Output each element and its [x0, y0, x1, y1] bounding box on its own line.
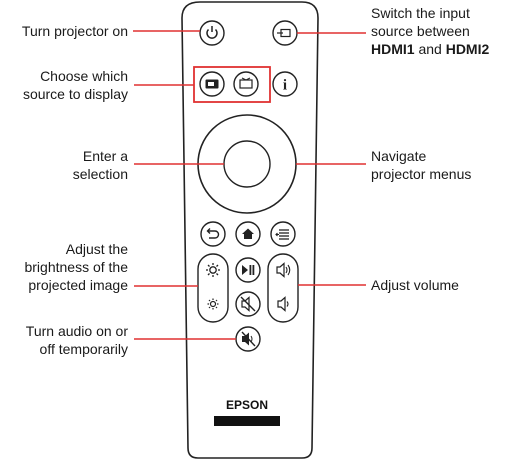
- callout-source-line2: source to display: [22, 86, 128, 102]
- play-pause-button[interactable]: [235, 257, 261, 283]
- callout-enter-line1: Enter a: [82, 148, 128, 164]
- callout-input-line1: Switch the input: [371, 5, 470, 21]
- callout-navigate: Navigate projector menus: [371, 147, 471, 183]
- brightness-down-icon: [207, 298, 219, 310]
- info-button[interactable]: i: [272, 71, 298, 97]
- callout-brightness: Adjust the brightness of the projected i…: [24, 240, 128, 294]
- callout-volume: Adjust volume: [371, 276, 459, 294]
- power-button[interactable]: [199, 20, 225, 46]
- callout-volume-text: Adjust volume: [371, 277, 459, 293]
- source-button-1[interactable]: [199, 71, 225, 97]
- callout-source: Choose which source to display: [23, 67, 128, 103]
- svg-text:i: i: [283, 78, 287, 94]
- volume-up-icon: [276, 262, 291, 278]
- hdmi1-label: HDMI1: [371, 41, 415, 57]
- callout-power: Turn projector on: [22, 22, 128, 40]
- callout-navigate-line2: projector menus: [371, 166, 472, 182]
- menu-button[interactable]: [270, 221, 296, 247]
- home-button[interactable]: [235, 221, 261, 247]
- hdmi2-label: HDMI2: [445, 41, 490, 57]
- callout-mute-line2: off temporarily: [39, 341, 128, 357]
- and-label: and: [414, 41, 446, 57]
- enter-button[interactable]: [223, 140, 271, 188]
- callout-enter-line2: selection: [72, 166, 128, 182]
- callout-brightness-line1: Adjust the: [65, 241, 128, 257]
- ir-window: [214, 416, 280, 426]
- brand-logo: EPSON: [226, 398, 268, 412]
- callout-brightness-line3: projected image: [28, 277, 128, 293]
- callout-mute-line1: Turn audio on or: [25, 323, 128, 339]
- source-highlight-box: [193, 66, 271, 103]
- callout-input-line3: HDMI1 and HDMI2: [371, 40, 489, 58]
- mute-button[interactable]: [235, 326, 261, 352]
- callout-power-text: Turn projector on: [21, 23, 128, 39]
- back-button[interactable]: [200, 221, 226, 247]
- callout-enter: Enter a selection: [73, 147, 128, 183]
- callout-lines: [133, 30, 366, 340]
- callout-brightness-line2: brightness of the: [24, 259, 128, 275]
- source-button-2[interactable]: [233, 71, 259, 97]
- brightness-rocker[interactable]: [197, 253, 229, 323]
- input-button[interactable]: [272, 20, 298, 46]
- callout-input: Switch the input source between HDMI1 an…: [371, 4, 489, 58]
- callout-source-line1: Choose which: [40, 68, 128, 84]
- callout-mute: Turn audio on or off temporarily: [26, 322, 128, 358]
- av-mute-button[interactable]: [235, 291, 261, 317]
- volume-rocker[interactable]: [267, 253, 299, 323]
- brightness-up-icon: [206, 263, 220, 277]
- volume-down-icon: [277, 296, 289, 312]
- callout-navigate-line1: Navigate: [371, 148, 427, 164]
- callout-input-line2: source between: [371, 23, 470, 39]
